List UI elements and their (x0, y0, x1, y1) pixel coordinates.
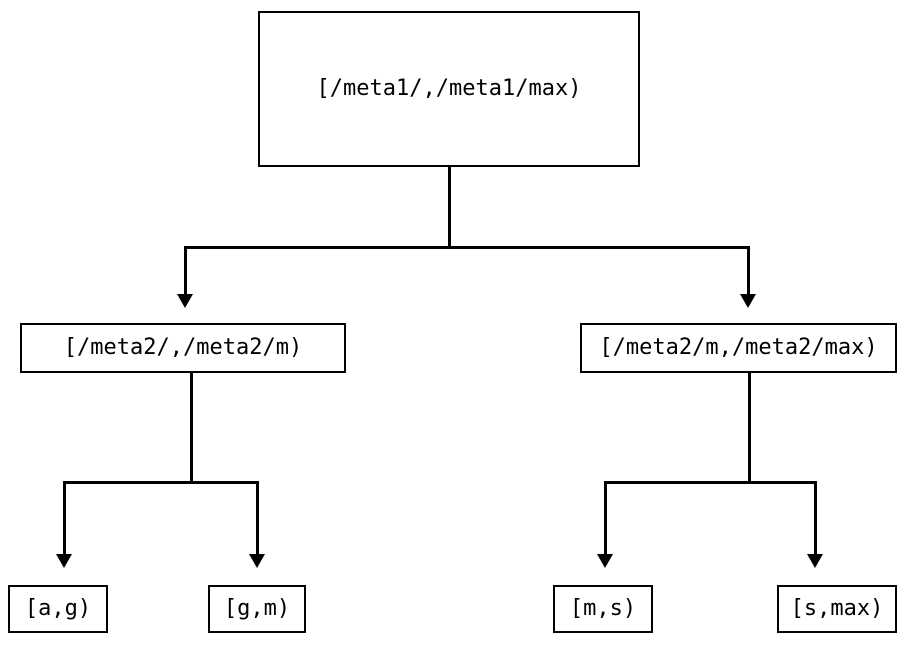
edge-level2-left-to-leaf-2 (256, 481, 259, 555)
node-leaf-2[interactable]: [g,m) (208, 585, 306, 633)
edge-level2-right-to-leaf-3 (604, 481, 607, 555)
edge-level2-right-stem (748, 373, 751, 483)
node-level2-left-label: [/meta2/,/meta2/m) (63, 335, 303, 360)
node-leaf-2-label: [g,m) (223, 596, 291, 621)
edge-root-to-left-child (184, 246, 187, 295)
node-leaf-3[interactable]: [m,s) (553, 585, 653, 633)
node-leaf-1-label: [a,g) (24, 596, 92, 621)
arrowhead-icon-root-to-right-child (740, 294, 756, 308)
node-leaf-4-label: [s,max) (790, 596, 884, 621)
edge-level2-left-to-leaf-1 (63, 481, 66, 555)
arrowhead-icon-root-to-left-child (177, 294, 193, 308)
node-level2-left[interactable]: [/meta2/,/meta2/m) (20, 323, 346, 373)
node-leaf-3-label: [m,s) (569, 596, 637, 621)
node-leaf-4[interactable]: [s,max) (777, 585, 897, 633)
edge-root-horizontal-bar (184, 246, 750, 249)
arrowhead-icon-to-leaf-3 (597, 554, 613, 568)
node-level2-right-label: [/meta2/m,/meta2/max) (599, 335, 878, 360)
node-level2-right[interactable]: [/meta2/m,/meta2/max) (580, 323, 897, 373)
edge-level2-right-to-leaf-4 (814, 481, 817, 555)
edge-level2-right-horizontal-bar (604, 481, 817, 484)
node-root[interactable]: [/meta1/,/meta1/max) (258, 11, 640, 167)
edge-level2-left-stem (190, 373, 193, 483)
edge-level2-left-horizontal-bar (63, 481, 259, 484)
edge-root-to-right-child (747, 246, 750, 295)
arrowhead-icon-to-leaf-4 (807, 554, 823, 568)
edge-root-stem (448, 167, 451, 248)
arrowhead-icon-to-leaf-1 (56, 554, 72, 568)
node-root-label: [/meta1/,/meta1/max) (316, 76, 582, 101)
arrowhead-icon-to-leaf-2 (249, 554, 265, 568)
node-leaf-1[interactable]: [a,g) (8, 585, 108, 633)
